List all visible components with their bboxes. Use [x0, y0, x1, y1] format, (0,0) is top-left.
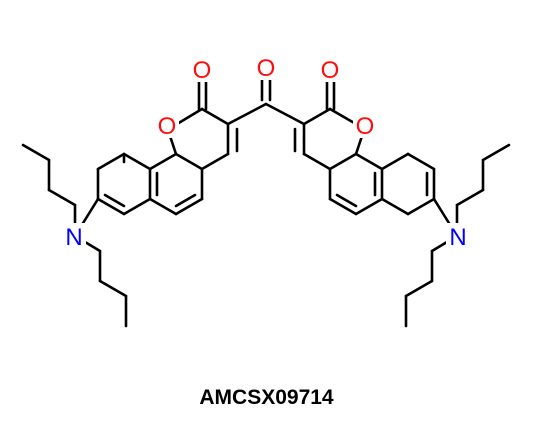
- atom-n-left: N: [65, 224, 82, 251]
- atom-o-ring-left: O: [158, 113, 177, 140]
- atom-n-right: N: [449, 224, 466, 251]
- atom-o-carbonyl-right: O: [321, 57, 340, 84]
- compound-id-caption: AMCSX09714: [199, 386, 334, 409]
- atom-labels: O O O O O N N: [62, 54, 470, 251]
- atom-o-ring-right: O: [356, 113, 375, 140]
- atom-o-carbonyl-left: O: [193, 57, 212, 84]
- bond-lines: [21, 78, 511, 328]
- atom-o-ketone: O: [257, 55, 276, 82]
